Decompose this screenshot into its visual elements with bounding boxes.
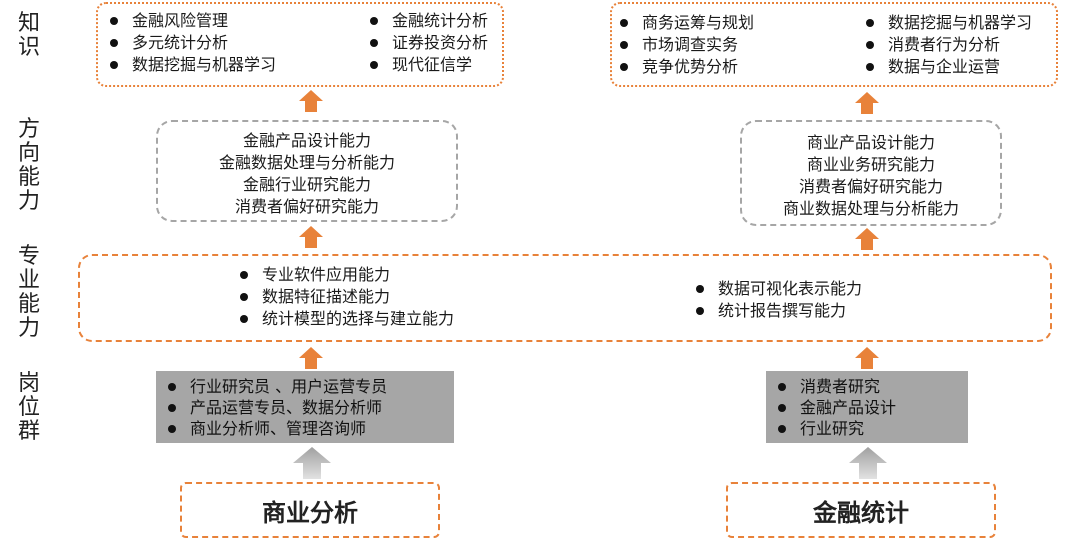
list-item: 市场调查实务	[616, 34, 754, 56]
list-item: 商务运筹与规划	[616, 12, 754, 34]
direction-item: 商业产品设计能力	[806, 133, 935, 152]
direction-item: 商业业务研究能力	[806, 155, 935, 174]
position-group-box-right: 消费者研究 金融产品设计 行业研究	[766, 371, 968, 443]
major-box-business-analytics: 商业分析	[180, 482, 440, 538]
up-arrow-icon	[299, 347, 323, 369]
position-group-box-left: 行业研究员 、用户运营专员 产品运营专员、数据分析师 商业分析师、管理咨询师	[156, 371, 454, 443]
position-list-left: 行业研究员 、用户运营专员 产品运营专员、数据分析师 商业分析师、管理咨询师	[164, 376, 387, 439]
direction-item: 消费者偏好研究能力	[234, 197, 379, 216]
list-item: 数据挖掘与机器学习	[106, 54, 276, 76]
list-item: 竞争优势分析	[616, 56, 754, 78]
knowledge-list-left-col2: 金融统计分析 证券投资分析 现代征信学	[366, 10, 488, 76]
up-arrow-icon	[855, 92, 879, 114]
list-item: 证券投资分析	[366, 32, 488, 54]
direction-box-left: 金融产品设计能力 金融数据处理与分析能力 金融行业研究能力 消费者偏好研究能力	[156, 120, 458, 222]
list-item: 消费者研究	[774, 376, 896, 397]
list-item: 统计报告撰写能力	[692, 300, 862, 322]
side-label-knowledge: 知 识	[17, 11, 40, 60]
list-item: 多元统计分析	[106, 32, 276, 54]
knowledge-list-right-col2: 数据挖掘与机器学习 消费者行为分析 数据与企业运营	[862, 12, 1032, 78]
list-item: 行业研究员 、用户运营专员	[164, 376, 387, 397]
list-item: 产品运营专员、数据分析师	[164, 397, 387, 418]
list-item: 消费者行为分析	[862, 34, 1032, 56]
list-item: 数据挖掘与机器学习	[862, 12, 1032, 34]
up-arrow-gray-icon	[293, 447, 331, 479]
list-item: 现代征信学	[366, 54, 488, 76]
professional-list-col2: 数据可视化表示能力 统计报告撰写能力	[692, 278, 862, 322]
knowledge-box-right: 商务运筹与规划 市场调查实务 竞争优势分析 数据挖掘与机器学习 消费者行为分析 …	[610, 2, 1058, 87]
direction-item: 金融产品设计能力	[242, 131, 371, 150]
direction-item: 商业数据处理与分析能力	[782, 199, 959, 218]
knowledge-list-left-col1: 金融风险管理 多元统计分析 数据挖掘与机器学习	[106, 10, 276, 76]
list-item: 商业分析师、管理咨询师	[164, 418, 387, 439]
list-item: 数据可视化表示能力	[692, 278, 862, 300]
professional-ability-box: 专业软件应用能力 数据特征描述能力 统计模型的选择与建立能力 数据可视化表示能力…	[78, 254, 1052, 342]
up-arrow-icon	[299, 226, 323, 248]
major-label: 商业分析	[262, 498, 358, 527]
list-item: 统计模型的选择与建立能力	[236, 308, 454, 330]
up-arrow-icon	[855, 347, 879, 369]
direction-item: 消费者偏好研究能力	[798, 177, 943, 196]
position-list-right: 消费者研究 金融产品设计 行业研究	[774, 376, 896, 439]
major-box-financial-statistics: 金融统计	[726, 482, 996, 538]
list-item: 金融统计分析	[366, 10, 488, 32]
list-item: 金融风险管理	[106, 10, 276, 32]
up-arrow-icon	[299, 90, 323, 112]
professional-list-col1: 专业软件应用能力 数据特征描述能力 统计模型的选择与建立能力	[236, 264, 454, 330]
up-arrow-gray-icon	[849, 447, 887, 479]
list-item: 金融产品设计	[774, 397, 896, 418]
side-label-professional-ability: 专 业 能 力	[17, 244, 40, 341]
list-item: 数据与企业运营	[862, 56, 1032, 78]
list-item: 数据特征描述能力	[236, 286, 454, 308]
direction-item: 金融行业研究能力	[242, 175, 371, 194]
major-label: 金融统计	[813, 498, 909, 527]
direction-item: 金融数据处理与分析能力	[218, 153, 395, 172]
list-item: 行业研究	[774, 418, 896, 439]
list-item: 专业软件应用能力	[236, 264, 454, 286]
up-arrow-icon	[855, 228, 879, 250]
side-label-position-group: 岗 位 群	[17, 371, 40, 444]
side-label-direction-ability: 方 向 能 力	[17, 117, 40, 214]
knowledge-list-right-col1: 商务运筹与规划 市场调查实务 竞争优势分析	[616, 12, 754, 78]
knowledge-box-left: 金融风险管理 多元统计分析 数据挖掘与机器学习 金融统计分析 证券投资分析 现代…	[96, 2, 504, 87]
direction-box-right: 商业产品设计能力 商业业务研究能力 消费者偏好研究能力 商业数据处理与分析能力	[740, 120, 1002, 226]
